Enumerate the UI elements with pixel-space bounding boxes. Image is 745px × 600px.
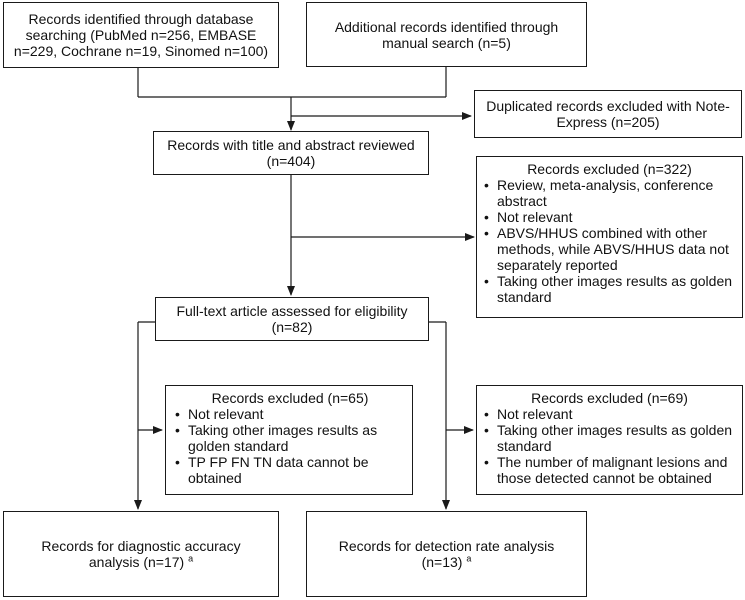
detection-rate-box: Records for detection rate analysis (n=1…	[306, 511, 587, 597]
list-item: Taking other images results as golden st…	[174, 422, 406, 454]
db-search-line-3: n=229, Cochrane n=19, Sinomed n=100)	[13, 43, 269, 59]
list-item: Taking other images results as golden st…	[483, 422, 736, 454]
db-search-line-1: Records identified through database	[28, 11, 254, 27]
screened-line-1: Records with title and abstract reviewed	[167, 137, 415, 153]
duplicates-box: Duplicated records excluded with Note- E…	[474, 90, 742, 138]
diagnostic-line-1: Records for diagnostic accuracy	[41, 538, 241, 554]
list-item: Not relevant	[174, 406, 406, 422]
excluded-69-box: Records excluded (n=69) Not relevant Tak…	[476, 385, 743, 495]
list-item: Not relevant	[483, 406, 736, 422]
footnote-mark: a	[188, 553, 194, 564]
list-item: Review, meta-analysis, conference abstra…	[483, 177, 736, 209]
diagnostic-accuracy-box: Records for diagnostic accuracy analysis…	[3, 511, 279, 597]
excluded-322-title: Records excluded (n=322)	[527, 161, 692, 177]
duplicates-line-2: Express (n=205)	[556, 114, 660, 130]
manual-search-box: Additional records identified through ma…	[306, 2, 587, 67]
excluded-65-title: Records excluded (n=65)	[211, 390, 369, 406]
excluded-69-list: Not relevant Taking other images results…	[483, 406, 736, 486]
screened-box: Records with title and abstract reviewed…	[153, 131, 429, 175]
list-item: ABVS/HHUS combined with other methods, w…	[483, 225, 736, 273]
excluded-69-title: Records excluded (n=69)	[531, 390, 688, 406]
detection-line-1: Records for detection rate analysis	[338, 538, 555, 554]
list-item: Taking other images results as golden st…	[483, 273, 736, 305]
excluded-65-list: Not relevant Taking other images results…	[174, 406, 406, 486]
list-item: The number of malignant lesions and thos…	[483, 454, 736, 486]
list-item: TP FP FN TN data cannot be obtained	[174, 454, 406, 486]
detection-line-2: (n=13) a	[422, 554, 472, 570]
fulltext-line-2: (n=82)	[271, 319, 313, 335]
diagnostic-line-2: analysis (n=17) a	[89, 554, 193, 570]
fulltext-line-1: Full-text article assessed for eligibili…	[176, 303, 408, 319]
fulltext-box: Full-text article assessed for eligibili…	[155, 297, 429, 341]
diagnostic-count: analysis (n=17)	[88, 554, 185, 570]
manual-search-line-1: Additional records identified through	[334, 18, 559, 35]
list-item: Not relevant	[483, 209, 736, 225]
duplicates-line-1: Duplicated records excluded with Note-	[486, 98, 730, 114]
db-search-line-2: searching (PubMed n=256, EMBASE	[25, 27, 257, 43]
db-search-box: Records identified through database sear…	[3, 2, 279, 68]
manual-search-line-2: manual search (n=5)	[382, 34, 511, 51]
detection-count: (n=13)	[421, 554, 463, 570]
excluded-322-list: Review, meta-analysis, conference abstra…	[483, 177, 736, 305]
excluded-65-box: Records excluded (n=65) Not relevant Tak…	[165, 385, 413, 495]
excluded-322-box: Records excluded (n=322) Review, meta-an…	[476, 156, 743, 318]
screened-line-2: (n=404)	[266, 153, 316, 169]
footnote-mark: a	[466, 553, 472, 564]
